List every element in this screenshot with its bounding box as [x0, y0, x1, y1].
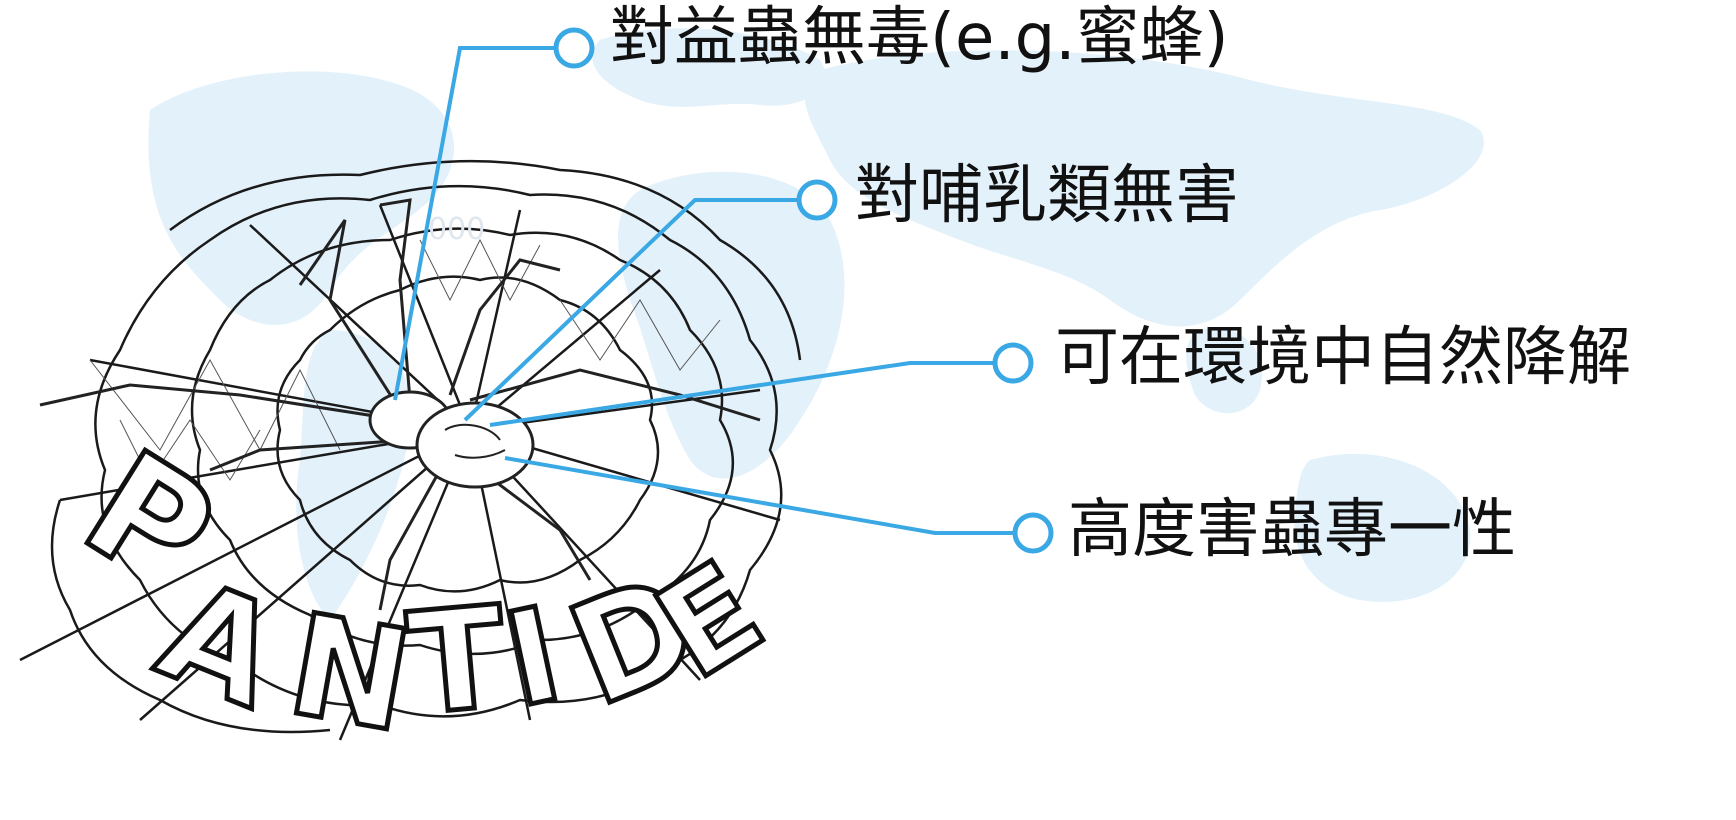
callout-label-pest-specific: 高度害蟲專一性: [1068, 493, 1516, 567]
web-gossamer: [89, 238, 721, 481]
web-spirals: [50, 159, 802, 734]
faint-background-text: 000: [428, 212, 486, 247]
callout-line-1: [393, 46, 556, 401]
callout-dot-3: [992, 342, 1034, 384]
callout-leaders: [393, 27, 1054, 554]
callout-label-nontoxic-beneficial-insects: 對益蟲無毒(e.g.蜜蜂): [610, 1, 1229, 75]
spider-body: [368, 390, 535, 489]
callout-dot-2: [796, 179, 838, 221]
callout-line-3: [489, 361, 995, 427]
svg-text:T: T: [402, 577, 511, 748]
callout-label-harmless-mammals: 對哺乳類無害: [855, 159, 1239, 233]
pantide-logo-text: P A N T I D E: [54, 416, 790, 767]
callout-line-2: [463, 198, 798, 422]
callout-line-4: [504, 456, 1015, 535]
callout-dot-1: [553, 27, 595, 69]
callout-label-biodegradable: 可在環境中自然降解: [1055, 321, 1631, 395]
callout-dot-4: [1012, 512, 1054, 554]
